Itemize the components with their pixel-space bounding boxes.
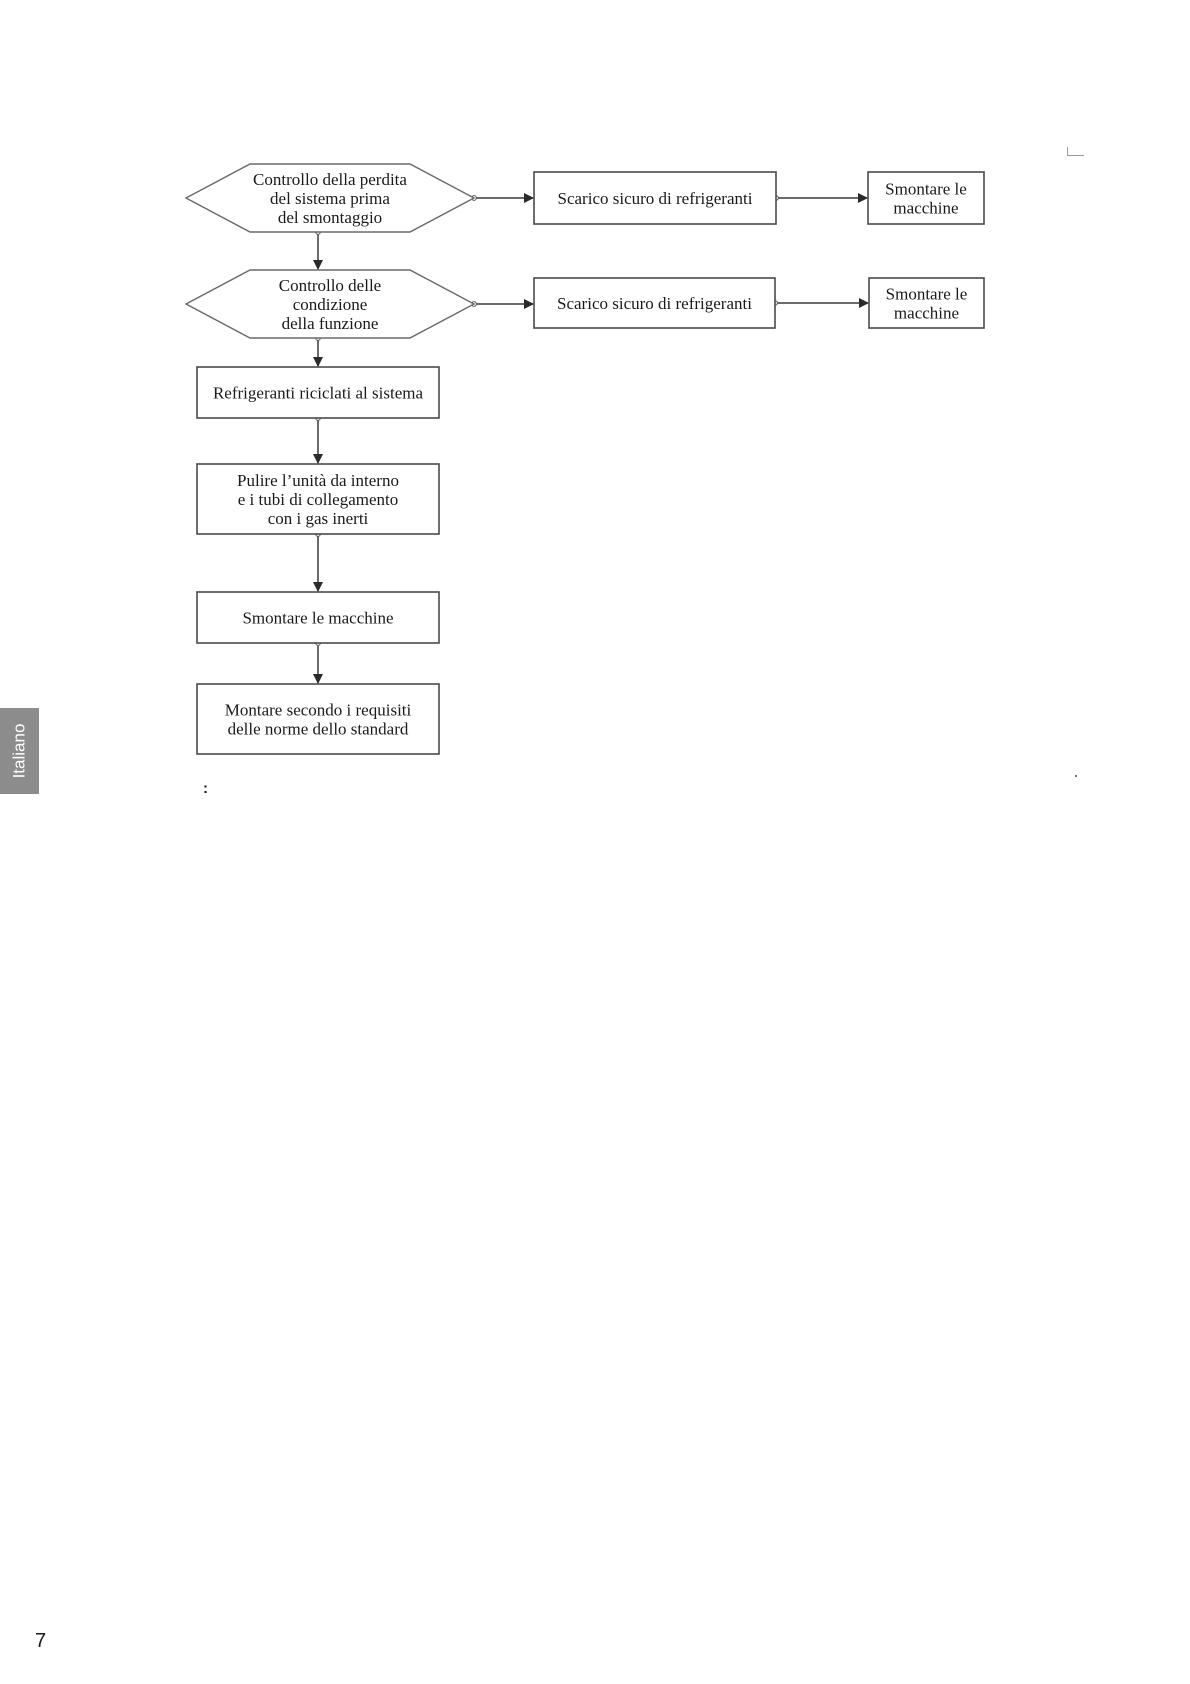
page-number: 7 [35,1630,47,1652]
node-label-line: Refrigeranti riciclati al sistema [213,384,424,403]
box-shape [868,277,985,329]
node-label-line: Controllo delle [279,276,381,295]
node-label-line: del sistema prima [270,189,390,208]
hexagon-shape [184,269,476,339]
box-shape [196,591,440,644]
node-label-line: Montare secondo i requisiti [225,701,412,720]
stray-colon-mark: : [203,780,208,797]
node-label-line: Pulire l’unità da interno [237,471,399,490]
hexagon-shape [184,163,476,233]
node-discharge-1: Scarico sicuro di refrigeranti [533,171,777,225]
node-label-line: e i tubi di collegamento [238,490,399,509]
language-side-tab: Italiano [0,708,39,794]
node-label-line: condizione [293,295,368,314]
node-recycle: Refrigeranti riciclati al sistema [196,366,440,419]
node-label-line: Smontare le [885,180,967,199]
box-shape [196,683,440,755]
node-discharge-2: Scarico sicuro di refrigeranti [533,277,776,329]
node-label-line: Smontare le [886,285,968,304]
node-label-line: Scarico sicuro di refrigeranti [557,294,752,313]
node-label-line: delle norme dello standard [228,720,409,739]
stray-dot [1075,775,1077,777]
box-shape [533,277,776,329]
node-label-line: macchine [893,199,958,218]
node-label-line: della funzione [282,314,379,333]
node-label-line: con i gas inerti [268,509,369,528]
box-shape [196,463,440,535]
node-label-line: del smontaggio [278,208,382,227]
box-shape [867,171,985,225]
node-label-line: Smontare le macchine [242,609,393,628]
node-label-line: Scarico sicuro di refrigeranti [558,189,753,208]
box-shape [196,366,440,419]
language-label: Italiano [9,723,29,779]
node-dismantle-main: Smontare le macchine [196,591,440,644]
node-label-line: Controllo della perdita [253,170,407,189]
node-label-line: macchine [894,304,959,323]
corner-crop-mark [1067,147,1084,156]
box-shape [533,171,777,225]
